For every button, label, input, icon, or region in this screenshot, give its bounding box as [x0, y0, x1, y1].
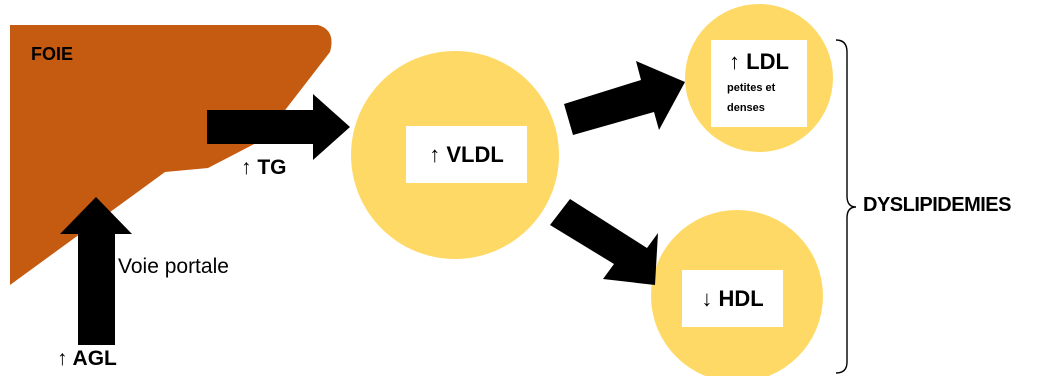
hdl-label: ↓ HDL — [701, 285, 764, 311]
dyslipidemia-label: DYSLIPIDEMIES — [863, 194, 1011, 216]
vldl-label: ↑ VLDL — [429, 141, 504, 167]
ldl-box: ↑ LDL petites et denses — [711, 40, 807, 127]
portal-vein-label: Voie portale — [118, 255, 229, 278]
liver-label: FOIE — [31, 44, 74, 64]
dyslipidemia-bracket — [835, 39, 857, 374]
vldl-to-ldl-arrow — [564, 61, 685, 135]
liver-to-vldl-arrow — [207, 94, 350, 160]
hdl-box: ↓ HDL — [682, 270, 783, 327]
ldl-label: ↑ LDL — [729, 49, 789, 74]
ldl-sublabel: petites et denses — [727, 82, 776, 114]
agl-label: ↑ AGL — [57, 347, 117, 370]
vldl-to-hdl-arrow — [550, 199, 658, 285]
tg-label: ↑ TG — [241, 156, 287, 179]
vldl-box: ↑ VLDL — [406, 126, 527, 183]
portal-vein-arrow — [60, 197, 132, 345]
